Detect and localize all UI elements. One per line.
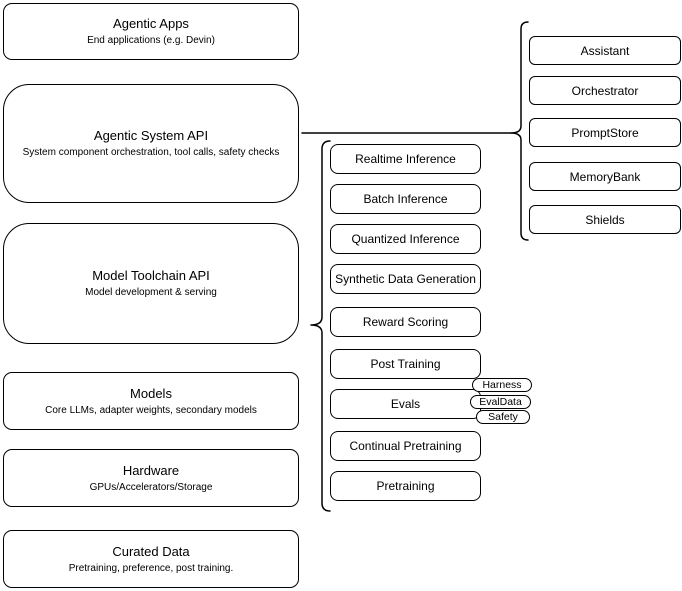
box-model-toolchain-api-title: Model Toolchain API bbox=[92, 268, 210, 283]
box-curated-data-subtitle: Pretraining, preference, post training. bbox=[68, 562, 234, 574]
box-agentic-system-api-subtitle: System component orchestration, tool cal… bbox=[22, 147, 280, 158]
box-batch-inference: Batch Inference bbox=[330, 184, 481, 214]
box-orchestrator: Orchestrator bbox=[529, 76, 681, 105]
box-models-title: Models bbox=[130, 385, 172, 401]
box-agentic-apps-title: Agentic Apps bbox=[113, 16, 189, 31]
box-pretraining: Pretraining bbox=[330, 471, 481, 501]
toolchain-components-brace bbox=[310, 140, 331, 512]
box-post-training: Post Training bbox=[330, 349, 481, 379]
box-curated-data: Curated Data Pretraining, preference, po… bbox=[3, 530, 299, 588]
box-hardware: Hardware GPUs/Accelerators/Storage bbox=[3, 449, 299, 507]
box-synthetic-data-generation: Synthetic Data Generation bbox=[330, 264, 481, 294]
box-agentic-apps: Agentic Apps End applications (e.g. Devi… bbox=[3, 3, 299, 60]
box-hardware-subtitle: GPUs/Accelerators/Storage bbox=[89, 481, 213, 493]
system-components-brace bbox=[510, 21, 529, 241]
tag-safety: Safety bbox=[476, 410, 530, 424]
box-quantized-inference: Quantized Inference bbox=[330, 224, 481, 254]
box-model-toolchain-api-subtitle: Model development & serving bbox=[85, 287, 217, 298]
box-evals: Evals bbox=[330, 389, 481, 419]
tag-harness: Harness bbox=[472, 378, 532, 392]
box-agentic-system-api: Agentic System API System component orch… bbox=[3, 84, 299, 203]
box-shields: Shields bbox=[529, 205, 681, 234]
box-models-subtitle: Core LLMs, adapter weights, secondary mo… bbox=[45, 404, 257, 416]
box-reward-scoring: Reward Scoring bbox=[330, 307, 481, 337]
box-continual-pretraining: Continual Pretraining bbox=[330, 431, 481, 461]
box-hardware-title: Hardware bbox=[122, 462, 180, 478]
box-memorybank: MemoryBank bbox=[529, 162, 681, 191]
box-agentic-system-api-title: Agentic System API bbox=[93, 128, 209, 143]
box-promptstore: PromptStore bbox=[529, 118, 681, 147]
tag-evaldata: EvalData bbox=[470, 395, 531, 409]
box-models: Models Core LLMs, adapter weights, secon… bbox=[3, 372, 299, 430]
box-assistant: Assistant bbox=[529, 36, 681, 65]
box-model-toolchain-api: Model Toolchain API Model development & … bbox=[3, 223, 299, 344]
box-realtime-inference: Realtime Inference bbox=[330, 144, 481, 174]
box-curated-data-title: Curated Data bbox=[112, 543, 190, 559]
box-agentic-apps-subtitle: End applications (e.g. Devin) bbox=[87, 35, 215, 46]
